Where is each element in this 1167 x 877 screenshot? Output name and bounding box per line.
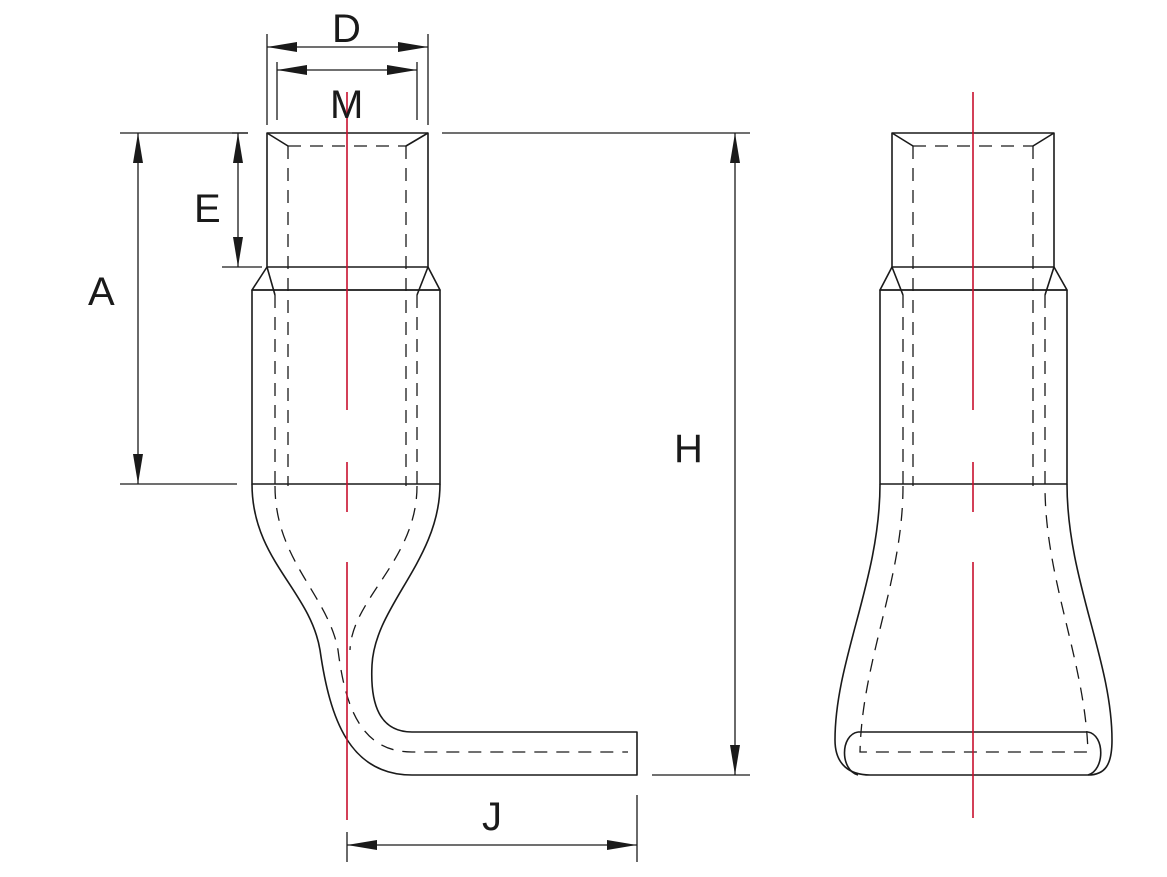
dimension-e: E [194, 132, 262, 268]
side-curved-neck [251, 483, 638, 776]
dimension-h: H [442, 132, 750, 776]
label-a: A [88, 270, 115, 314]
side-neck-hidden [349, 485, 418, 651]
dimension-d: D [266, 7, 429, 125]
dimension-m: M [276, 62, 418, 127]
dimension-j: J [346, 795, 638, 862]
side-chamfer [251, 266, 441, 291]
front-palm [834, 483, 1113, 776]
label-j: J [482, 795, 502, 839]
side-neck-hidden [274, 485, 628, 753]
front-bore-chamfer [891, 132, 1055, 147]
label-e: E [194, 187, 221, 231]
side-bore-chamfer [266, 132, 429, 147]
dimension-a: A [88, 132, 248, 485]
label-m: M [330, 83, 363, 127]
front-view [834, 92, 1113, 818]
side-lower-barrel [251, 289, 441, 485]
front-palm-hidden [859, 485, 1089, 753]
label-d: D [332, 7, 361, 51]
front-inner-chamfer [891, 266, 1055, 296]
label-h: H [674, 427, 703, 471]
side-inner-chamfer [266, 266, 429, 296]
side-view [251, 92, 638, 820]
